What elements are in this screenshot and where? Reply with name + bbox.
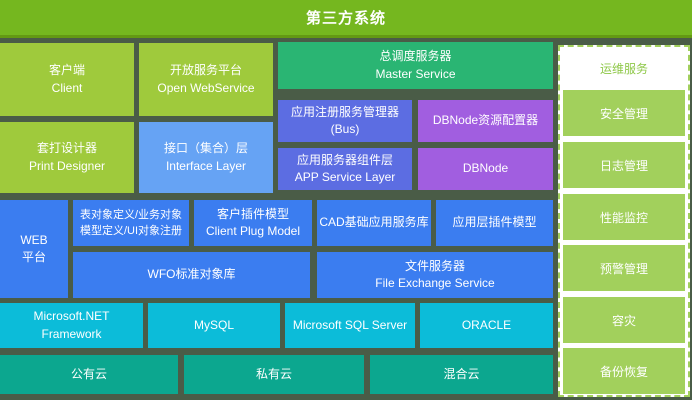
dbnode-config-label: DBNode资源配置器 [432,113,539,128]
client-plug-label-en: Client Plug Model [205,224,301,238]
dbnode-label: DBNode [462,161,509,176]
page-title: 第三方系统 [305,10,386,27]
ops-title-label: 运维服务 [599,62,648,76]
master-service-label-zh: 总调度服务器 [379,49,452,64]
oracle-label: ORACLE [461,317,512,332]
ops-panel-title: 运维服务 [560,47,688,90]
app-register-bus-box: 应用注册服务管理器 (Bus) [278,100,412,142]
app-service-layer-label-zh: 应用服务器组件层 [296,152,393,167]
mysql-label: MySQL [193,317,234,332]
client-box: 客户端 Client [0,43,134,116]
web-platform-label-2: 平台 [21,250,46,264]
ops-item-performance: 性能监控 [563,194,685,240]
ops-item-security: 安全管理 [563,90,685,136]
dotnet-framework-box: Microsoft.NET Framework [0,303,143,348]
ops-panel: 运维服务 安全管理 日志管理 性能监控 预警管理 容灾 备份恢复 [558,45,690,397]
print-designer-box: 套打设计器 Print Designer [0,122,134,193]
app-register-label-zh: 应用注册服务管理器 [290,104,399,119]
app-service-layer-box: 应用服务器组件层 APP Service Layer [278,148,412,190]
open-webservice-box: 开放服务平台 Open WebService [139,43,273,116]
public-cloud-box: 公有云 [0,355,178,394]
ops-item-alert: 预警管理 [563,245,685,291]
interface-layer-box: 接口（集合）层 Interface Layer [139,122,273,193]
mysql-box: MySQL [148,303,280,348]
sqlserver-box: Microsoft SQL Server [285,303,415,348]
client-label-en: Client [51,80,83,95]
print-designer-label-zh: 套打设计器 [36,141,97,156]
ops-item-log: 日志管理 [563,142,685,188]
web-platform-box: WEB 平台 [0,200,68,298]
ops-item-security-label: 安全管理 [599,106,648,121]
file-exchange-label-zh: 文件服务器 [404,258,465,273]
ops-item-backup-label: 备份恢复 [599,364,648,379]
dbnode-box: DBNode [418,148,553,190]
web-platform-label-1: WEB [20,232,48,247]
interface-layer-label-en: Interface Layer [165,158,247,173]
interface-layer-label-zh: 接口（集合）层 [163,141,248,156]
table-object-define-box: 表对象定义/业务对象 模型定义/UI对象注册 [73,200,189,246]
open-webservice-label-en: Open WebService [157,80,255,95]
client-label-zh: 客户端 [48,63,85,78]
app-layer-plug-label: 应用层插件模型 [452,215,537,230]
app-service-layer-label-en: APP Service Layer [294,170,396,184]
app-register-label-en: (Bus) [330,122,360,136]
client-plug-label-zh: 客户插件模型 [216,206,289,221]
print-designer-label-en: Print Designer [28,158,106,173]
master-service-box: 总调度服务器 Master Service [278,42,553,89]
ops-item-performance-label: 性能监控 [599,210,648,225]
ops-item-log-label: 日志管理 [599,158,648,173]
sqlserver-label: Microsoft SQL Server [292,317,408,332]
ops-item-alert-label: 预警管理 [599,261,648,276]
public-cloud-label: 公有云 [70,366,107,381]
dotnet-framework-label: Microsoft.NET Framework [33,309,110,341]
file-exchange-label-en: File Exchange Service [375,276,495,290]
ops-item-backup: 备份恢复 [563,348,685,394]
table-object-label-1: 表对象定义/业务对象 [79,208,183,221]
wfo-standard-lib-label: WFO标准对象库 [147,267,236,282]
cad-base-service-label: CAD基础应用服务库 [319,215,429,230]
ops-item-disaster-label: 容灾 [611,313,636,328]
ops-item-disaster: 容灾 [563,297,685,343]
cad-base-service-box: CAD基础应用服务库 [317,200,431,246]
dbnode-config-box: DBNode资源配置器 [418,100,553,142]
open-webservice-label-zh: 开放服务平台 [169,63,242,78]
master-service-label-en: Master Service [375,66,456,81]
hybrid-cloud-box: 混合云 [370,355,553,394]
client-plug-model-box: 客户插件模型 Client Plug Model [194,200,312,246]
file-exchange-box: 文件服务器 File Exchange Service [317,252,553,298]
app-layer-plug-box: 应用层插件模型 [436,200,553,246]
oracle-box: ORACLE [420,303,553,348]
private-cloud-box: 私有云 [184,355,364,394]
wfo-standard-lib-box: WFO标准对象库 [73,252,310,298]
table-object-label-2: 模型定义/UI对象注册 [79,225,183,237]
hybrid-cloud-label: 混合云 [443,366,480,381]
title-bar: 第三方系统 [0,0,692,38]
private-cloud-label: 私有云 [255,366,292,381]
